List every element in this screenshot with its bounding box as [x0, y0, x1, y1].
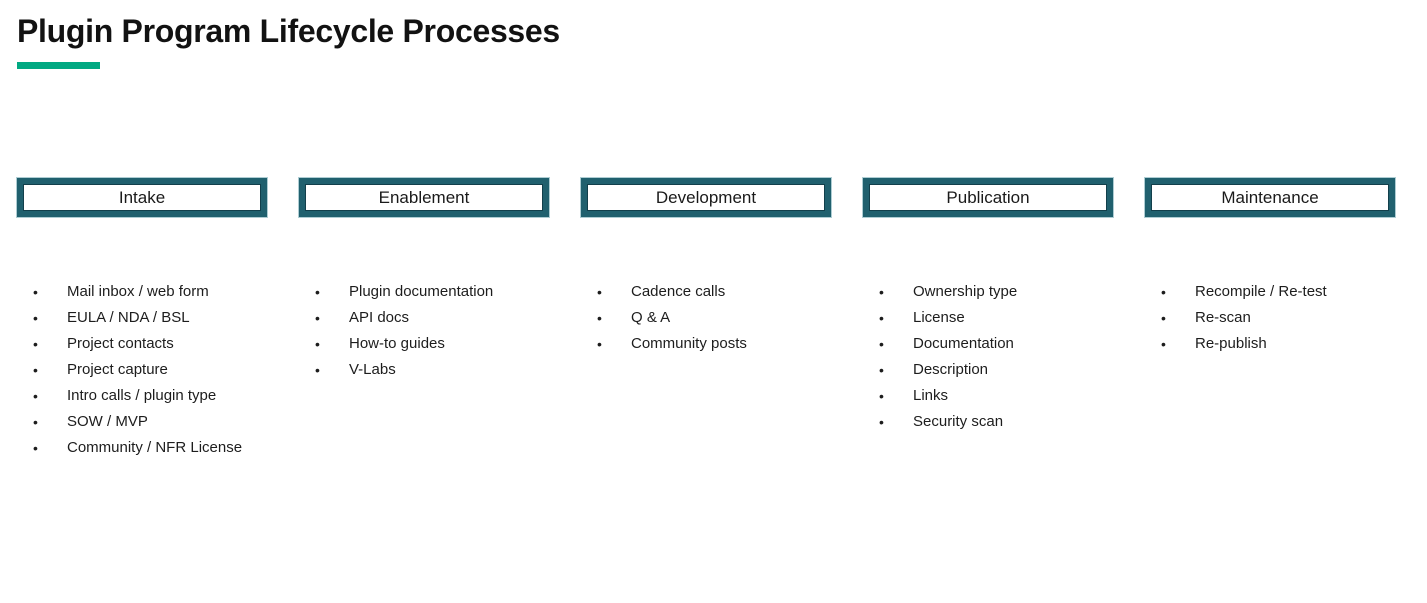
lifecycle-columns: Intake Mail inbox / web formEULA / NDA /…	[17, 178, 1427, 461]
list-item: License	[863, 305, 1113, 331]
stage-header-box-enablement: Enablement	[299, 178, 549, 217]
stage-header-label-intake: Intake	[118, 187, 166, 207]
slide: Plugin Program Lifecycle Processes Intak…	[0, 12, 1427, 603]
list-item: V-Labs	[299, 357, 549, 383]
list-item: Community / NFR License	[17, 435, 267, 461]
list-item: Ownership type	[863, 279, 1113, 305]
lifecycle-column-development: Development Cadence callsQ & ACommunity …	[581, 178, 831, 461]
list-item: Recompile / Re-test	[1145, 279, 1395, 305]
stage-item-list-intake: Mail inbox / web formEULA / NDA / BSLPro…	[17, 279, 267, 461]
list-item: Description	[863, 357, 1113, 383]
stage-item-list-publication: Ownership typeLicenseDocumentationDescri…	[863, 279, 1113, 435]
stage-item-list-maintenance: Recompile / Re-testRe-scanRe-publish	[1145, 279, 1395, 357]
list-item: Links	[863, 383, 1113, 409]
list-item: Plugin documentation	[299, 279, 549, 305]
list-item: API docs	[299, 305, 549, 331]
stage-header-label-publication: Publication	[946, 187, 1030, 207]
list-item: Documentation	[863, 331, 1113, 357]
stage-header-box-maintenance: Maintenance	[1145, 178, 1395, 217]
page-title: Plugin Program Lifecycle Processes	[17, 13, 560, 49]
list-item: Intro calls / plugin type	[17, 383, 267, 409]
list-item: Project contacts	[17, 331, 267, 357]
stage-item-list-development: Cadence callsQ & ACommunity posts	[581, 279, 831, 357]
stage-header-label-maintenance: Maintenance	[1221, 187, 1319, 207]
list-item: SOW / MVP	[17, 409, 267, 435]
lifecycle-column-publication: Publication Ownership typeLicenseDocumen…	[863, 178, 1113, 461]
stage-header-label-development: Development	[655, 187, 757, 207]
stage-header-label-enablement: Enablement	[378, 187, 470, 207]
stage-item-list-enablement: Plugin documentationAPI docsHow-to guide…	[299, 279, 549, 383]
list-item: Cadence calls	[581, 279, 831, 305]
stage-header-box-publication: Publication	[863, 178, 1113, 217]
list-item: Re-publish	[1145, 331, 1395, 357]
list-item: EULA / NDA / BSL	[17, 305, 267, 331]
stage-header-box-intake: Intake	[17, 178, 267, 217]
lifecycle-column-intake: Intake Mail inbox / web formEULA / NDA /…	[17, 178, 267, 461]
title-accent-rule	[17, 62, 100, 69]
list-item: Community posts	[581, 331, 831, 357]
list-item: Project capture	[17, 357, 267, 383]
list-item: How-to guides	[299, 331, 549, 357]
lifecycle-column-enablement: Enablement Plugin documentationAPI docsH…	[299, 178, 549, 461]
list-item: Security scan	[863, 409, 1113, 435]
lifecycle-column-maintenance: Maintenance Recompile / Re-testRe-scanRe…	[1145, 178, 1395, 461]
list-item: Re-scan	[1145, 305, 1395, 331]
list-item: Q & A	[581, 305, 831, 331]
list-item: Mail inbox / web form	[17, 279, 267, 305]
stage-header-box-development: Development	[581, 178, 831, 217]
